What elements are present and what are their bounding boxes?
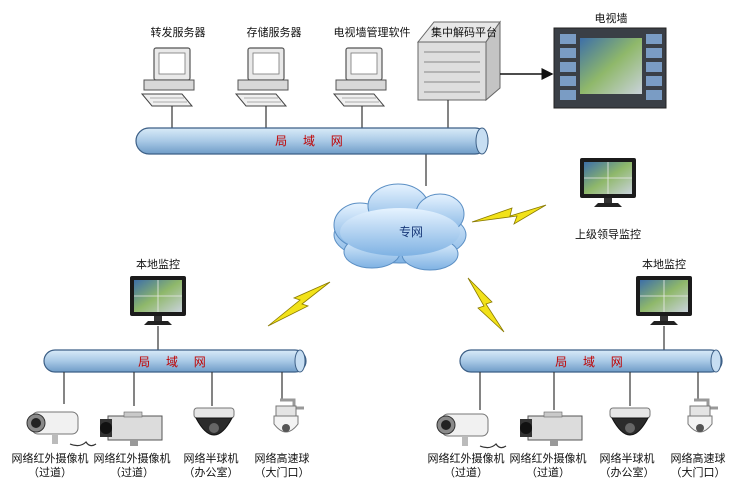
pc-icon	[235, 47, 289, 107]
left-camera-1-name: 网络红外摄像机	[94, 451, 171, 465]
tv-wall-label: 电视墙	[595, 11, 628, 25]
lightning-bolt-icon	[471, 204, 547, 225]
top-lan-label: 局 域 网	[275, 134, 349, 148]
left-camera-2-loc: （办公室）	[184, 465, 239, 479]
left-lan-bar	[43, 349, 307, 373]
right-camera-0	[436, 413, 507, 449]
right-camera-1	[519, 411, 583, 447]
left-camera-2-name: 网络半球机	[184, 451, 239, 465]
left-camera-1	[99, 411, 163, 447]
pc-icon	[141, 47, 195, 107]
wireless-links	[267, 204, 547, 333]
monitor-icon	[129, 275, 187, 326]
tv-wall-screens-icon	[560, 34, 662, 100]
right-camera-3-loc: （大门口）	[671, 465, 726, 479]
right-camera-1-loc: （过道）	[526, 465, 570, 479]
left-camera-3	[272, 398, 306, 434]
pc-icon	[333, 47, 387, 107]
right-camera-2	[609, 407, 651, 436]
left-camera-labels: 网络红外摄像机 （过道） 网络红外摄像机 （过道） 网络半球机 （办公室） 网络…	[12, 451, 310, 479]
server-tvwall-software	[333, 47, 387, 107]
left-camera-3-loc: （大门口）	[255, 465, 310, 479]
right-local-monitor	[635, 275, 693, 326]
decoder-rack-slots-icon	[424, 51, 480, 93]
right-camera-2-name: 网络半球机	[600, 451, 655, 465]
left-camera-0-name: 网络红外摄像机	[12, 451, 89, 465]
right-camera-labels: 网络红外摄像机 （过道） 网络红外摄像机 （过道） 网络半球机 （办公室） 网络…	[428, 451, 726, 479]
right-camera-2-loc: （办公室）	[600, 465, 655, 479]
left-camera-0	[26, 411, 97, 447]
left-lan-label: 局 域 网	[138, 355, 212, 369]
lightning-bolt-icon	[267, 281, 331, 327]
box-camera-icon	[99, 411, 163, 447]
server-tvwall-software-label: 电视墙管理软件	[334, 25, 411, 39]
right-camera-3	[686, 398, 720, 434]
right-lan-label: 局 域 网	[555, 355, 629, 369]
box-camera-icon	[519, 411, 583, 447]
server-storage	[235, 47, 289, 107]
left-local-monitor	[129, 275, 187, 326]
right-camera-1-name: 网络红外摄像机	[510, 451, 587, 465]
decoder-platform-label: 集中解码平台	[431, 25, 497, 39]
cloud-label: 专网	[399, 224, 423, 239]
server-forward	[141, 47, 195, 107]
dome-camera-icon	[193, 407, 235, 436]
left-camera-0-loc: （过道）	[28, 465, 72, 479]
dome-camera-icon	[609, 407, 651, 436]
left-camera-1-loc: （过道）	[110, 465, 154, 479]
left-camera-3-name: 网络高速球	[255, 451, 310, 465]
ir-bullet-camera-icon	[436, 413, 507, 449]
tv-wall	[553, 27, 667, 109]
right-camera-0-loc: （过道）	[444, 465, 488, 479]
right-lan-bar	[459, 349, 723, 373]
monitor-icon	[635, 275, 693, 326]
lightning-bolt-icon	[467, 277, 505, 333]
top-lan-bar	[135, 127, 489, 155]
private-network-cloud	[333, 183, 467, 271]
ir-bullet-camera-icon	[26, 411, 97, 447]
left-local-monitor-label: 本地监控	[136, 257, 180, 271]
right-camera-0-name: 网络红外摄像机	[428, 451, 505, 465]
server-forward-label: 转发服务器	[151, 25, 206, 39]
monitor-icon	[579, 157, 637, 208]
speed-dome-icon	[686, 398, 720, 434]
upper-leader-monitor	[579, 157, 637, 208]
right-local-monitor-label: 本地监控	[642, 257, 686, 271]
left-camera-2	[193, 407, 235, 436]
right-camera-3-name: 网络高速球	[671, 451, 726, 465]
decoder-platform	[416, 20, 501, 102]
server-storage-label: 存储服务器	[247, 25, 302, 39]
top-lan-drops	[171, 100, 449, 186]
upper-leader-monitor-label: 上级领导监控	[575, 227, 641, 241]
speed-dome-icon	[272, 398, 306, 434]
